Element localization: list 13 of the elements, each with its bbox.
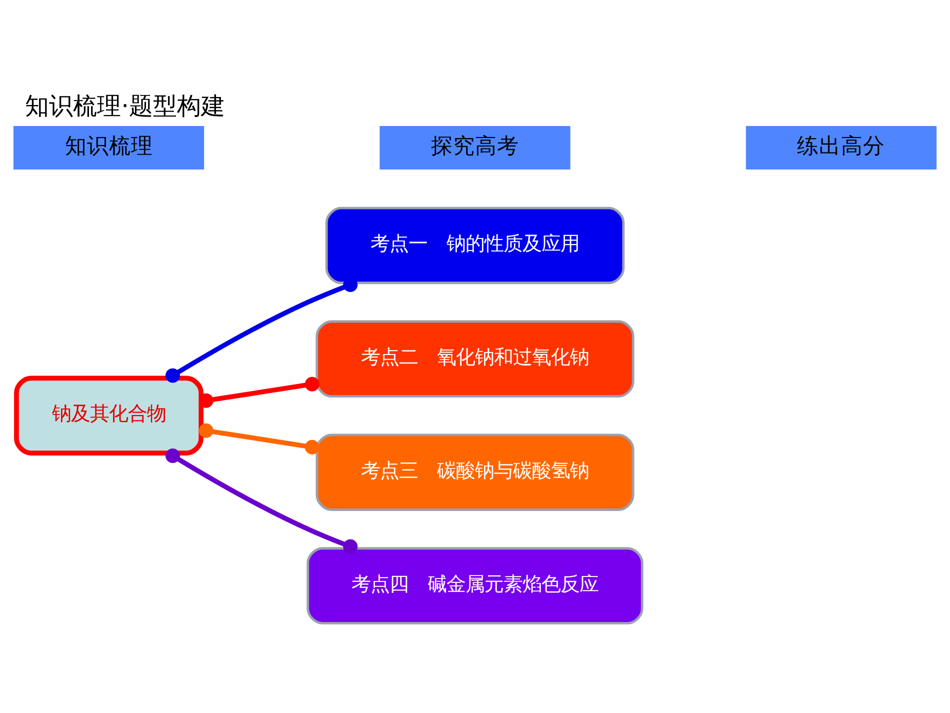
connector bbox=[198, 423, 320, 454]
label: 探究高考 bbox=[431, 134, 519, 160]
label: 练出高分 bbox=[797, 134, 886, 160]
connector bbox=[198, 376, 320, 408]
node-box: 钠及其化合物 bbox=[14, 376, 204, 456]
node-box: 考点一 钠的性质及应用 bbox=[325, 206, 625, 284]
diagram-title: 知识梳理·题型构建 bbox=[25, 92, 225, 120]
connector bbox=[166, 278, 358, 383]
label: 知识梳理 bbox=[64, 134, 153, 160]
node-box: 考点三 碳酸钠与碳酸氢钠 bbox=[316, 434, 634, 511]
node-box: 考点二 氧化钠和过氧化钠 bbox=[316, 320, 634, 398]
node-box: 考点四 碱金属元素焰色反应 bbox=[306, 547, 644, 624]
connector bbox=[166, 448, 358, 554]
